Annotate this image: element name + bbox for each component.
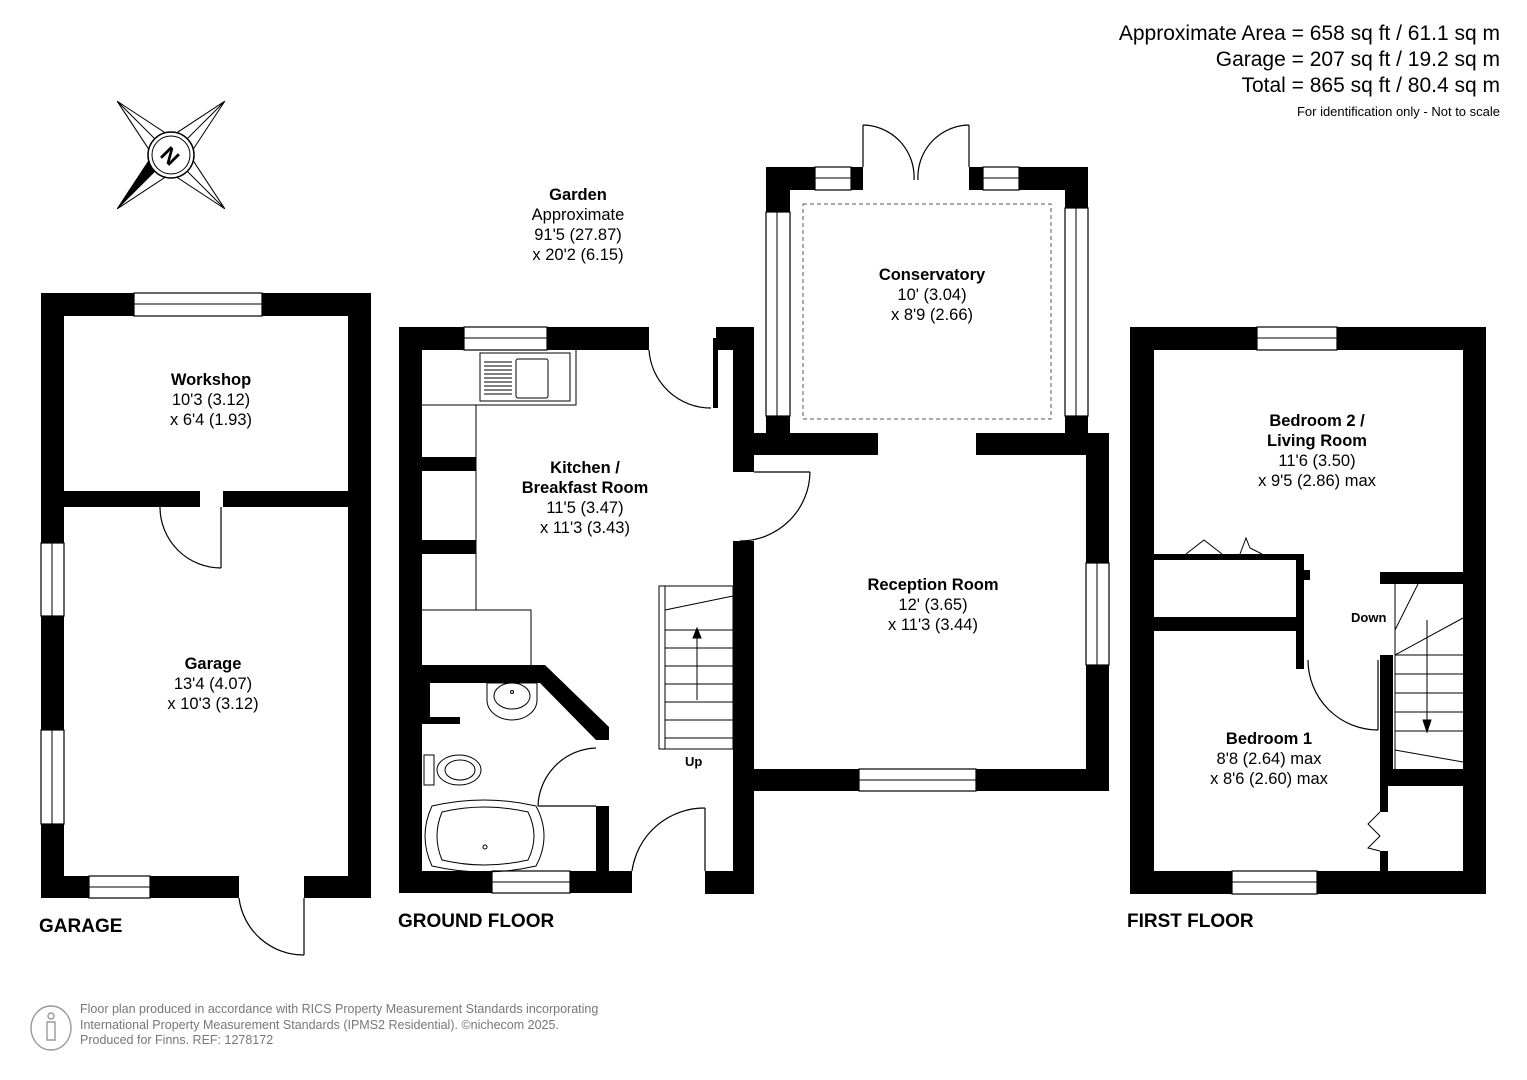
- first-floor: [1130, 326, 1486, 895]
- total-area: Total = 865 sq ft / 80.4 sq m: [1241, 74, 1500, 97]
- conservatory-reception: [754, 124, 1110, 792]
- room-label-workshop: Workshop 10'3 (3.12) x 6'4 (1.93): [169, 371, 253, 429]
- stairs-up: [658, 585, 734, 750]
- scale-note: For identification only - Not to scale: [1296, 104, 1500, 119]
- kitchen-counter: [422, 350, 577, 406]
- bathroom-basin: [486, 682, 538, 721]
- room-label-conservatory: Conservatory 10' (3.04) x 8'9 (2.66): [878, 266, 986, 324]
- cupboard-bifold-doors: [1185, 536, 1263, 555]
- garage-building: [40, 292, 371, 956]
- floor-label-first: FIRST FLOOR: [1127, 911, 1254, 932]
- conservatory-french-doors: [862, 124, 970, 181]
- stairs-down: [1394, 583, 1464, 769]
- footer-notice: Floor plan produced in accordance with R…: [80, 1002, 599, 1047]
- bathroom-wall: [422, 665, 609, 740]
- bedroom1-cupboard-doors: [1367, 811, 1381, 852]
- approximate-area: Approximate Area = 658 sq ft / 61.1 sq m: [1118, 22, 1500, 45]
- floor-label-garage: GARAGE: [39, 916, 123, 937]
- floor-label-ground: GROUND FLOOR: [398, 911, 555, 932]
- room-label-garage: Garage 13'4 (4.07) x 10'3 (3.12): [167, 655, 259, 713]
- stairs-down-label: Down: [1351, 610, 1387, 625]
- kitchen-garden-door: [648, 349, 712, 409]
- stairs-up-label: Up: [685, 754, 703, 769]
- room-label-reception: Reception Room 12' (3.65) x 11'3 (3.44): [867, 576, 999, 634]
- garden-label: Garden Approximate 91'5 (27.87) x 20'2 (…: [531, 186, 625, 264]
- kitchen-sink: [479, 352, 571, 402]
- rics-logo-icon: [30, 1005, 72, 1051]
- room-label-bedroom-2: Bedroom 2 / Living Room 11'6 (3.50) x 9'…: [1258, 412, 1376, 490]
- kitchen-shelf-wall-2: [422, 540, 476, 554]
- front-door: [631, 807, 706, 872]
- bedroom1-door: [1307, 659, 1379, 731]
- conservatory-window-left: [765, 211, 791, 417]
- bathroom-door: [537, 747, 597, 807]
- bathroom-bath: [424, 799, 545, 873]
- bathroom-toilet: [423, 754, 482, 786]
- kitchen-reception-door: [739, 471, 811, 542]
- compass-rose-icon: [116, 100, 226, 210]
- garage-side-door: [238, 897, 305, 956]
- ground-floor: [399, 326, 811, 894]
- kitchen-shelf-wall-1: [422, 457, 476, 471]
- garage-area: Garage = 207 sq ft / 19.2 sq m: [1215, 48, 1500, 71]
- room-label-kitchen: Kitchen / Breakfast Room 11'5 (3.47) x 1…: [521, 459, 649, 537]
- workshop-door: [159, 506, 222, 569]
- room-label-bedroom-1: Bedroom 1 8'8 (2.64) max x 8'6 (2.60) ma…: [1210, 730, 1328, 788]
